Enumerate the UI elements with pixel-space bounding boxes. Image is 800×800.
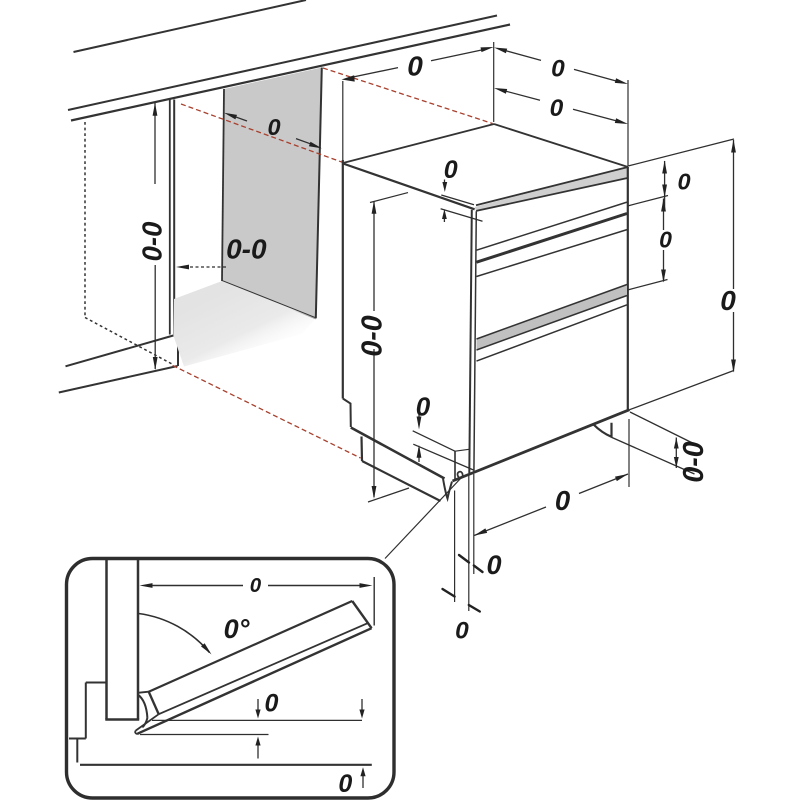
svg-text:0: 0 [444,156,458,184]
svg-text:0: 0 [267,114,280,140]
svg-text:0: 0 [407,51,423,82]
svg-text:0-0: 0-0 [357,315,389,356]
svg-text:0°: 0° [224,614,250,644]
svg-text:0: 0 [416,392,431,422]
svg-text:0: 0 [720,285,736,316]
svg-text:0: 0 [677,169,690,195]
svg-text:0: 0 [265,690,279,718]
svg-text:0: 0 [555,485,571,516]
svg-text:0-0: 0-0 [137,221,168,261]
svg-text:0: 0 [338,770,352,798]
svg-text:0-0: 0-0 [226,234,267,265]
svg-text:0: 0 [250,574,262,597]
svg-text:0: 0 [486,550,501,580]
svg-text:0: 0 [455,618,469,645]
svg-text:0: 0 [551,55,565,82]
svg-text:0: 0 [659,227,672,253]
svg-text:0-0: 0-0 [678,441,710,482]
svg-text:0: 0 [550,95,564,122]
